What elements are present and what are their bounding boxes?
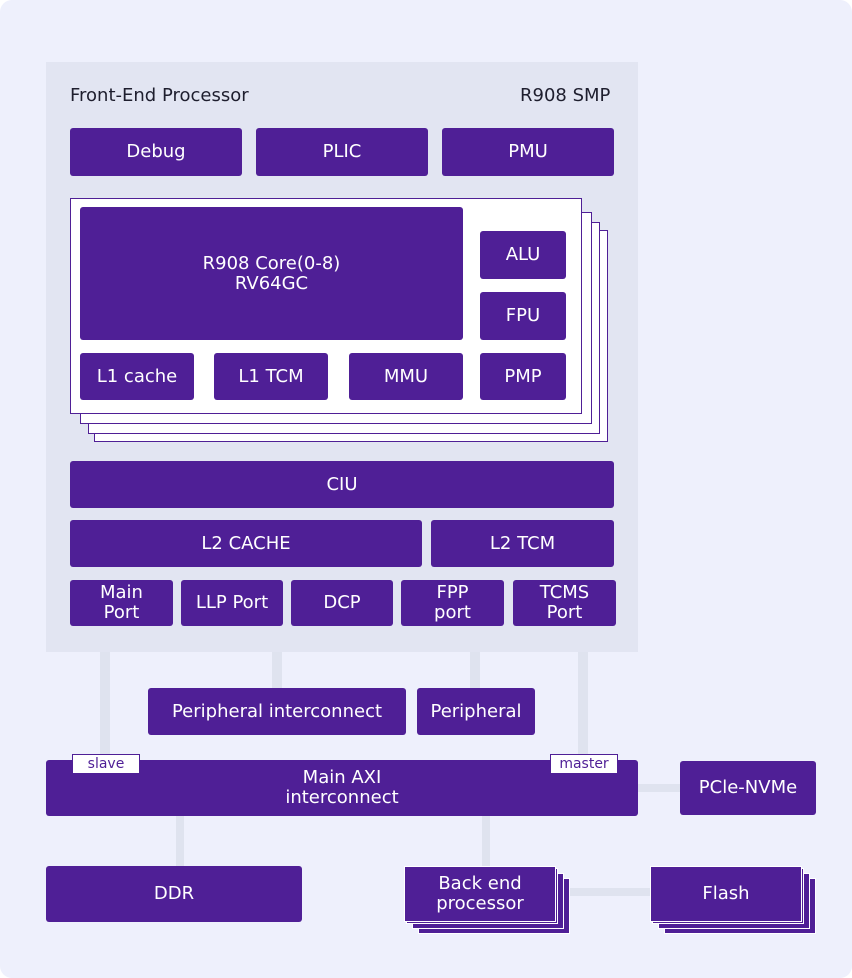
connector-llp-to-peripheral-interconnect xyxy=(272,652,282,688)
main-axi-interconnect-block: Main AXI interconnect xyxy=(46,760,638,816)
slave-port-tag: slave xyxy=(72,754,140,774)
master-port-tag: master xyxy=(550,754,618,774)
tcms-port-block: TCMS Port xyxy=(513,580,616,626)
ciu-block: CIU xyxy=(70,461,614,508)
l1-cache-block: L1 cache xyxy=(80,353,194,400)
pmp-block: PMP xyxy=(480,353,566,400)
connector-axi-to-pcie xyxy=(638,784,680,792)
connector-axi-to-ddr xyxy=(176,816,184,868)
dcp-block: DCP xyxy=(291,580,393,626)
connector-backend-to-flash xyxy=(570,888,650,896)
front-end-processor-title: Front-End Processor xyxy=(70,85,249,106)
connector-tcms-to-axi xyxy=(578,652,588,762)
peripheral-interconnect-block: Peripheral interconnect xyxy=(148,688,406,735)
smp-label: R908 SMP xyxy=(520,85,611,106)
plic-block: PLIC xyxy=(256,128,428,176)
peripheral-block: Peripheral xyxy=(417,688,535,735)
flash-block: Flash xyxy=(650,866,802,922)
mmu-block: MMU xyxy=(349,353,463,400)
ddr-block: DDR xyxy=(46,866,302,922)
r908-core-block: R908 Core(0-8) RV64GC xyxy=(80,207,463,340)
l2-cache-block: L2 CACHE xyxy=(70,520,422,567)
pmu-block: PMU xyxy=(442,128,614,176)
l1-tcm-block: L1 TCM xyxy=(214,353,328,400)
llp-port-block: LLP Port xyxy=(181,580,283,626)
debug-block: Debug xyxy=(70,128,242,176)
alu-block: ALU xyxy=(480,231,566,279)
fpu-block: FPU xyxy=(480,292,566,340)
main-port-block: Main Port xyxy=(70,580,173,626)
fpp-port-block: FPP port xyxy=(401,580,504,626)
connector-fpp-to-peripheral xyxy=(470,652,480,688)
pcie-nvme-block: PCle-NVMe xyxy=(680,761,816,815)
l2-tcm-block: L2 TCM xyxy=(431,520,614,567)
connector-main-port-to-axi xyxy=(100,652,110,762)
back-end-processor-block: Back end processor xyxy=(404,866,556,922)
connector-axi-to-backend xyxy=(482,816,490,868)
